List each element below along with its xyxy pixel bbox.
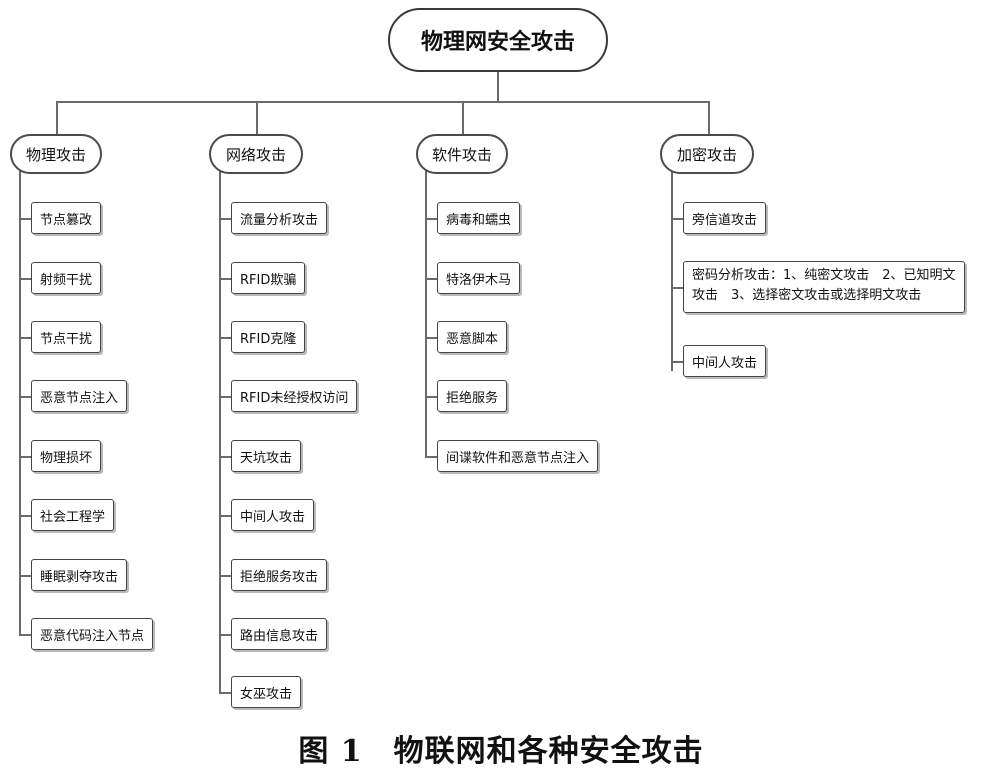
leaf-node: 拒绝服务攻击 <box>231 559 328 591</box>
leaf-connector <box>671 287 683 289</box>
leaf-node: 旁信道攻击 <box>683 202 767 234</box>
leaf-connector <box>219 337 231 339</box>
leaf-connector <box>19 278 31 280</box>
leaf-node: 流量分析攻击 <box>231 202 328 234</box>
leaf-node: 物理损坏 <box>31 440 102 472</box>
leaf-connector <box>425 218 437 220</box>
leaf-connector <box>19 575 31 577</box>
figure-caption: 图 1 物联网和各种安全攻击 <box>298 734 704 769</box>
leaf-node: 病毒和蠕虫 <box>437 202 521 234</box>
leaf-node: RFID欺骗 <box>231 262 306 294</box>
leaf-connector <box>19 337 31 339</box>
leaf-node: 恶意脚本 <box>437 321 508 353</box>
category-encryption-attack: 加密攻击 <box>660 134 754 174</box>
leaf-node: 特洛伊木马 <box>437 262 521 294</box>
cat-drop-line-3 <box>462 101 464 135</box>
leaf-connector <box>219 278 231 280</box>
leaf-node: 拒绝服务 <box>437 380 508 412</box>
leaf-connector <box>219 575 231 577</box>
leaf-node: 间谍软件和恶意节点注入 <box>437 440 599 472</box>
leaf-connector <box>19 634 31 636</box>
leaf-connector <box>425 278 437 280</box>
leaf-connector <box>19 396 31 398</box>
cat-stem-2 <box>219 171 221 693</box>
leaf-node: 路由信息攻击 <box>231 618 328 650</box>
leaf-node: 恶意节点注入 <box>31 380 128 412</box>
root-stem-line <box>497 72 499 102</box>
category-network-attack: 网络攻击 <box>209 134 303 174</box>
cat-stem-4 <box>671 171 673 371</box>
leaf-connector <box>219 456 231 458</box>
leaf-connector <box>425 396 437 398</box>
leaf-node: 射频干扰 <box>31 262 102 294</box>
cat-drop-line-2 <box>256 101 258 135</box>
leaf-node: 睡眠剥夺攻击 <box>31 559 128 591</box>
leaf-node: 恶意代码注入节点 <box>31 618 154 650</box>
leaf-connector <box>425 456 437 458</box>
cat-stem-1 <box>19 171 21 635</box>
category-software-attack: 软件攻击 <box>416 134 508 174</box>
leaf-node: 节点篡改 <box>31 202 102 234</box>
leaf-node: 天坑攻击 <box>231 440 302 472</box>
leaf-node: 中间人攻击 <box>683 345 767 377</box>
cat-stem-3 <box>425 171 427 457</box>
leaf-connector <box>219 634 231 636</box>
leaf-connector <box>671 218 683 220</box>
cat-drop-line-1 <box>56 101 58 135</box>
category-physical-attack: 物理攻击 <box>10 134 102 174</box>
leaf-connector <box>219 692 231 694</box>
leaf-connector <box>219 515 231 517</box>
leaf-connector <box>19 515 31 517</box>
top-branch-line <box>56 101 709 103</box>
leaf-connector <box>19 456 31 458</box>
leaf-node: 社会工程学 <box>31 499 115 531</box>
cat-drop-line-4 <box>708 101 710 135</box>
leaf-connector <box>219 396 231 398</box>
leaf-connector <box>671 361 683 363</box>
leaf-connector <box>425 337 437 339</box>
leaf-node: RFID未经授权访问 <box>231 380 358 412</box>
root-node: 物理网安全攻击 <box>388 8 608 72</box>
leaf-connector <box>19 218 31 220</box>
leaf-node: 节点干扰 <box>31 321 102 353</box>
leaf-node: 密码分析攻击：1、纯密文攻击 2、已知明文攻击 3、选择密文攻击或选择明文攻击 <box>683 261 965 313</box>
leaf-connector <box>219 218 231 220</box>
leaf-node: RFID克隆 <box>231 321 306 353</box>
leaf-node: 中间人攻击 <box>231 499 315 531</box>
leaf-node: 女巫攻击 <box>231 676 302 708</box>
